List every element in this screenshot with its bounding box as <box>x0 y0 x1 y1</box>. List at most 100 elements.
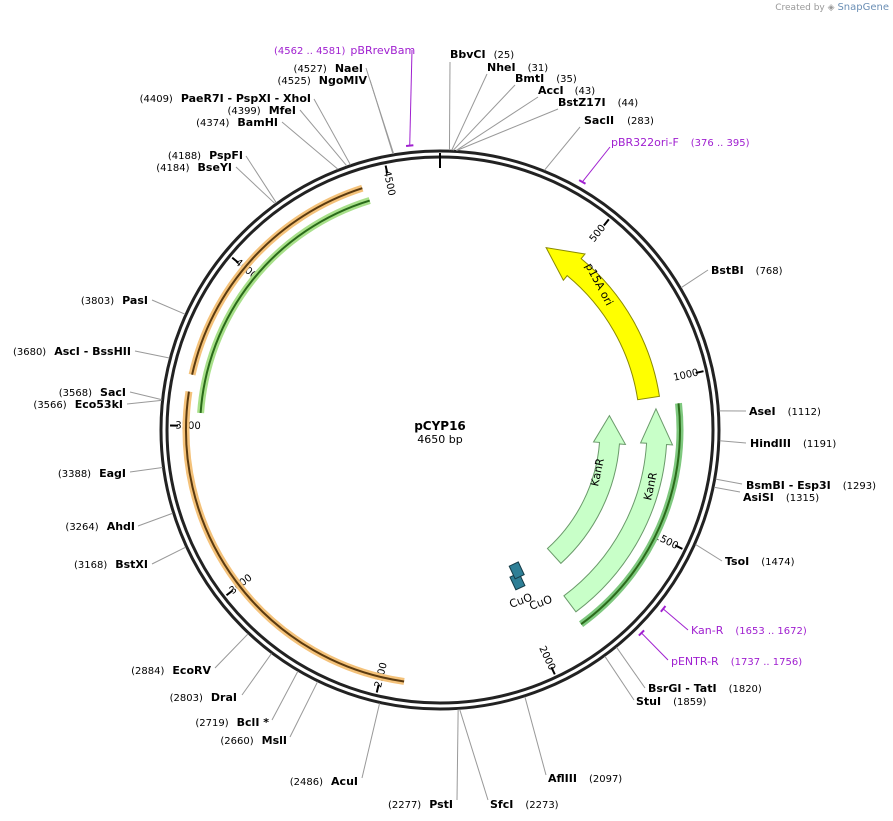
site-leader-line <box>459 709 489 801</box>
primer-leader-line <box>641 632 669 661</box>
site-label-afliii: AflIII(2097) <box>548 772 622 785</box>
site-leader-line <box>452 84 516 151</box>
site-label-asisi: AsiSI(1315) <box>743 491 819 504</box>
site-leader-line <box>456 709 459 801</box>
site-leader-line <box>456 108 559 151</box>
site-leader-line <box>455 96 539 151</box>
feature-label-kanr-inner: KanR <box>588 457 607 488</box>
plasmid-size: 4650 bp <box>417 433 462 446</box>
credit-prefix: Created by <box>775 3 825 13</box>
orf-arc-left-green-core <box>199 199 370 414</box>
site-leader-line <box>134 350 170 359</box>
site-leader-line <box>241 653 272 696</box>
site-leader-line <box>299 109 348 167</box>
site-label-bseyi: (4184)BseYI <box>156 161 232 174</box>
site-label-mfei: (4399)MfeI <box>227 104 296 117</box>
site-label-bcli: (2719)BclI * <box>195 716 269 729</box>
primer-mark <box>660 605 667 613</box>
site-label-acci: AccI(43) <box>538 84 595 97</box>
primer-label-pentr-r: pENTR-R(1737 .. 1756) <box>671 655 802 668</box>
feature-arrow-kanr-inner <box>546 414 627 565</box>
site-label-bstbi: BstBI(768) <box>711 264 783 277</box>
site-leader-line <box>448 61 451 151</box>
site-label-bstz17i: BstZ17I(44) <box>558 96 638 109</box>
site-label-ahdi: (3264)AhdI <box>65 520 135 533</box>
tick-mark <box>695 370 704 374</box>
site-leader-line <box>281 121 339 170</box>
primer-leader-line <box>409 49 413 146</box>
primer-label-pbr322ori-f: pBR322ori-F(376 .. 395) <box>611 136 750 149</box>
snapgene-logo-icon: ◈ <box>827 3 835 13</box>
tick-mark <box>225 589 234 597</box>
site-label-bmti: BmtI(35) <box>515 72 577 85</box>
site-leader-line <box>245 155 277 204</box>
orf-arc-left-orange-core <box>191 187 363 375</box>
tick-mark <box>674 544 683 550</box>
site-leader-line <box>695 543 723 562</box>
site-label-eco53ki: (3566)Eco53kI <box>33 398 123 411</box>
feature-arrow-kanr-outer <box>563 407 674 613</box>
primer-label-pbrrevbam: (4562 .. 4581)pBRrevBam <box>274 44 415 57</box>
credit-brand: SnapGene <box>837 2 889 13</box>
site-leader-line <box>129 467 163 473</box>
tick-mark <box>603 218 610 227</box>
tick-mark <box>375 684 380 693</box>
site-label-ecorv: (2884)EcoRV <box>131 664 211 677</box>
site-label-saci: (3568)SacI <box>59 386 126 399</box>
site-leader-line <box>271 671 299 721</box>
site-leader-line <box>680 269 709 289</box>
feature-label-cuo-2: CuO <box>528 593 555 613</box>
site-leader-line <box>719 440 747 444</box>
tick-label: 500 <box>588 223 609 245</box>
site-label-bbvci: BbvCI(25) <box>450 48 514 61</box>
site-label-bsrgi-tati: BsrGI - TatI(1820) <box>648 682 762 695</box>
feature-box-cuo <box>508 561 525 580</box>
primer-leader-line <box>581 146 611 183</box>
tick-mark <box>384 165 389 174</box>
site-label-pspfi: (4188)PspFI <box>168 149 243 162</box>
site-label-pasi: (3803)PasI <box>81 294 148 307</box>
tick-label: 2000 <box>536 644 557 672</box>
site-label-eagi: (3388)EagI <box>58 467 126 480</box>
site-leader-line <box>235 166 276 205</box>
site-label-stui: StuI(1859) <box>636 695 706 708</box>
site-label-hindiii: HindIII(1191) <box>750 437 836 450</box>
orf-arc-right-green-core <box>580 403 681 625</box>
site-leader-line <box>604 656 635 701</box>
site-leader-line <box>616 647 646 689</box>
site-leader-line <box>137 512 173 527</box>
site-leader-lines <box>126 49 747 801</box>
tick-mark <box>550 666 556 675</box>
plasmid-name: pCYP16 <box>414 419 466 433</box>
site-leader-line <box>451 73 488 151</box>
site-leader-line <box>524 696 547 776</box>
site-label-tsoi: TsoI(1474) <box>725 555 795 568</box>
site-label-bsmbi-esp3i: BsmBI - Esp3I(1293) <box>746 479 876 492</box>
snapgene-credit: Created by ◈ SnapGene <box>775 2 889 13</box>
site-leader-line <box>129 391 162 401</box>
tick-label: 4500 <box>381 170 397 197</box>
site-label-sfci: SfcI(2273) <box>490 798 559 811</box>
site-label-drai: (2803)DraI <box>170 691 237 704</box>
site-label-nhei: NheI(31) <box>487 61 548 74</box>
primer-leader-line <box>662 608 689 631</box>
primer-mark <box>638 629 645 637</box>
primer-label-kan-r: Kan-R(1653 .. 1672) <box>691 624 807 637</box>
orf-arc-bottom-orange-core <box>185 391 405 683</box>
tick-mark <box>231 256 239 264</box>
feature-label-kanr-outer: KanR <box>641 471 660 502</box>
primer-mark <box>405 144 414 148</box>
site-label-asci-bsshii: (3680)AscI - BssHII <box>13 345 131 358</box>
site-leader-line <box>361 703 381 779</box>
site-leader-line <box>151 299 186 315</box>
site-label-bamhi: (4374)BamHI <box>196 116 278 129</box>
site-leader-line <box>126 399 162 405</box>
site-label-msli: (2660)MslI <box>220 734 287 747</box>
primer-mark <box>578 179 587 185</box>
site-leader-line <box>151 546 186 565</box>
feature-arrow-p15a-ori <box>545 246 661 401</box>
site-label-naei: (4527)NaeI <box>294 62 363 75</box>
site-leader-line <box>289 681 318 738</box>
site-label-paer7i-pspxi-xhoi: (4409)PaeR7I - PspXI - XhoI <box>140 92 311 105</box>
site-label-bstxi: (3168)BstXI <box>74 558 148 571</box>
